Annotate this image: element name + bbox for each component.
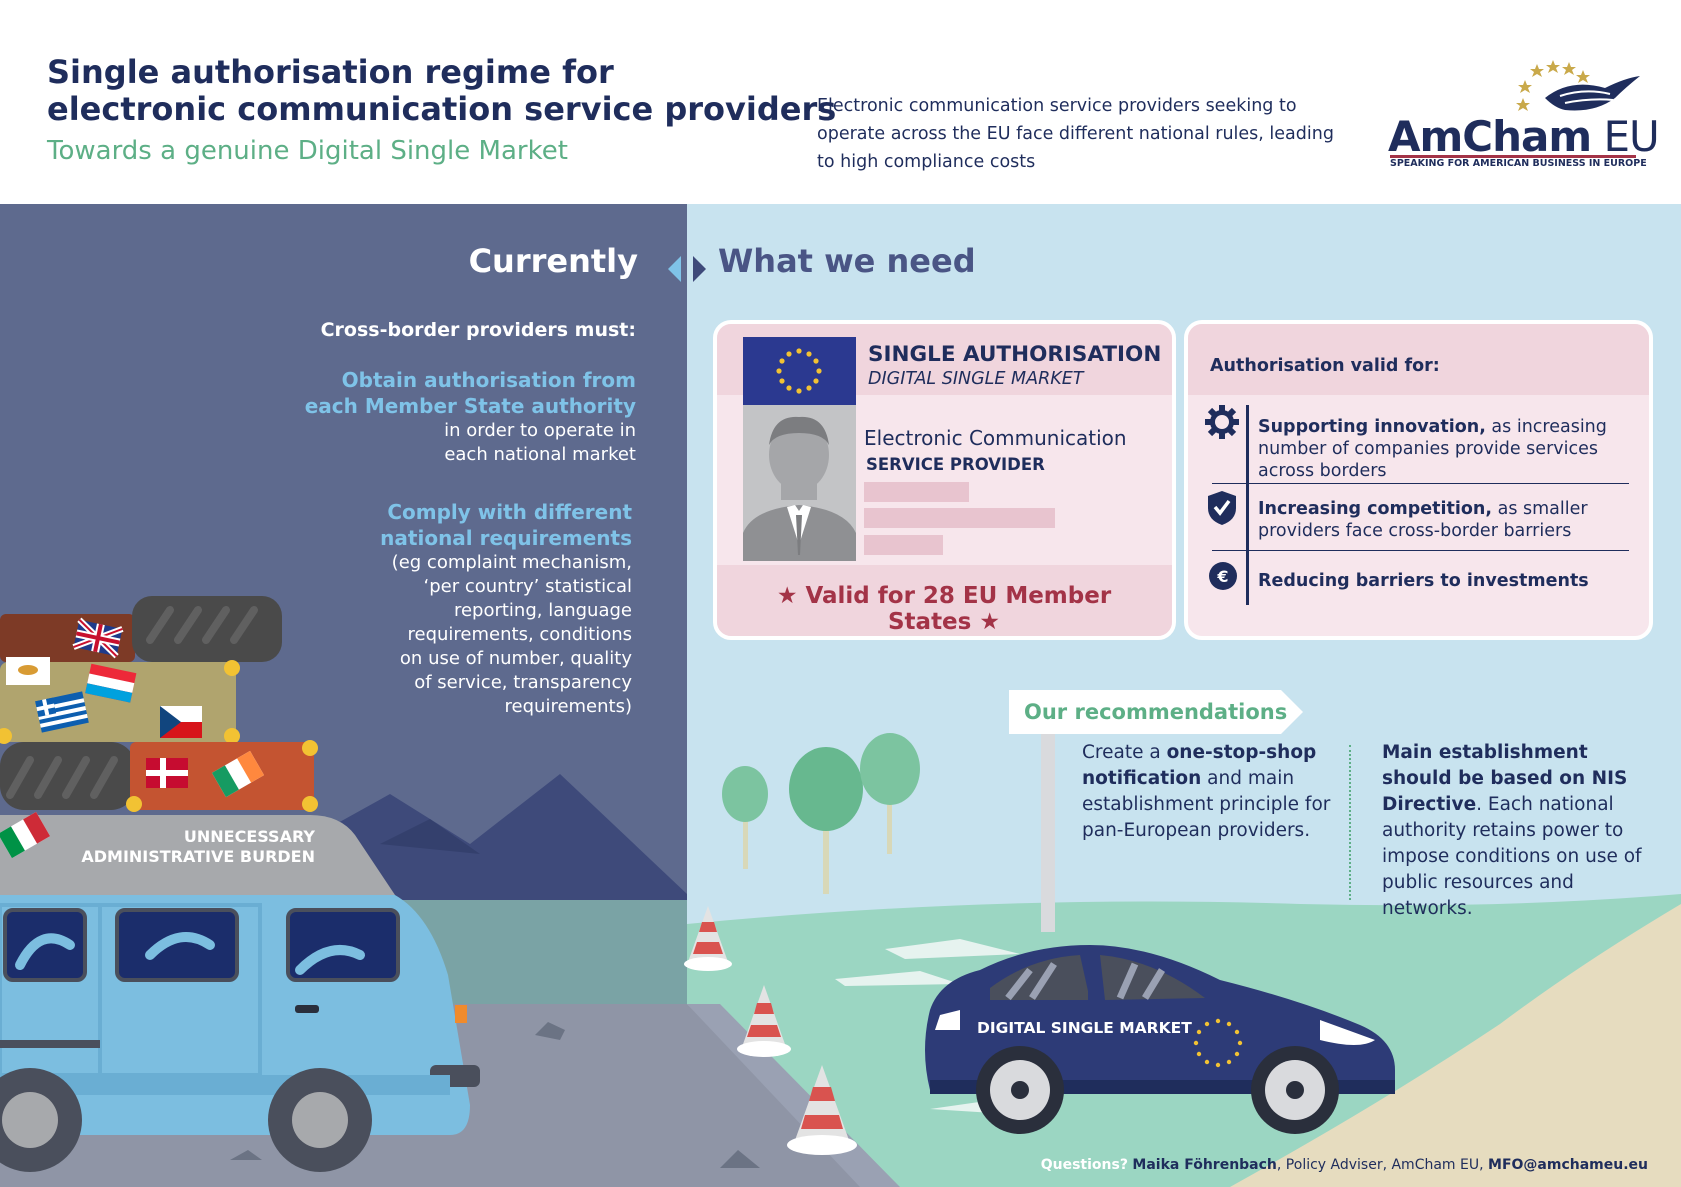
point-2: Comply with different national requireme…	[380, 499, 632, 719]
traffic-cone-icon	[684, 906, 732, 971]
card-label-2: SERVICE PROVIDER	[866, 455, 1045, 474]
benefit-item: Reducing barriers to investments	[1258, 570, 1628, 592]
footer-role: , Policy Adviser, AmCham EU,	[1276, 1157, 1489, 1173]
rec-divider	[1349, 745, 1351, 900]
benefit-item-text: as smaller providers face cross-border b…	[1258, 499, 1588, 541]
point-1-highlight-1: Obtain authorisation from	[341, 368, 636, 392]
benefits-heading: Authorisation valid for:	[1210, 356, 1440, 376]
portrait-placeholder	[743, 405, 856, 561]
rec-1-post: and main establishment principle for pan…	[1082, 768, 1331, 841]
card-title: SINGLE AUTHORISATION	[868, 342, 1162, 367]
footer-name: Maika Föhrenbach	[1132, 1157, 1277, 1173]
eagle-stars-icon	[1516, 60, 1640, 111]
traffic-cone-icon	[737, 985, 791, 1057]
recommendation-1: Create a one-stop-shop notification and …	[1082, 740, 1342, 844]
row-separator	[1212, 483, 1629, 484]
point-2-line: on use of number, quality	[399, 648, 632, 669]
point-2-line: requirements)	[504, 696, 632, 717]
currently-intro: Cross-border providers must:	[320, 319, 636, 341]
card-label-1: Electronic Communication	[864, 426, 1127, 450]
point-2-line: reporting, language	[453, 600, 632, 621]
benefits-card	[1184, 320, 1653, 640]
logo-wordmark-eu: EU	[1591, 112, 1659, 161]
recommendations-label: Our recommendations	[1024, 700, 1288, 724]
car-label: DIGITAL SINGLE MARKET	[977, 1019, 1192, 1037]
card-placeholder-bar	[864, 482, 969, 502]
point-1-text-2: each national market	[444, 444, 636, 465]
point-2-highlight-2: national requirements	[380, 526, 632, 550]
point-1: Obtain authorisation from each Member St…	[305, 367, 636, 467]
van-illustration	[0, 811, 480, 1172]
card-subtitle: DIGITAL SINGLE MARKET	[868, 369, 1084, 389]
benefit-item-bold: Increasing competition,	[1258, 499, 1493, 519]
point-1-highlight-2: each Member State authority	[304, 394, 636, 418]
point-2-line: (eg complaint mechanism,	[391, 552, 632, 573]
row-separator	[1212, 550, 1629, 551]
page-subtitle: Towards a genuine Digital Single Market	[47, 136, 568, 166]
logo-underline	[1390, 155, 1636, 158]
euro-icon: €	[1209, 562, 1237, 590]
arrows-icon	[668, 256, 706, 282]
gear-icon	[1205, 405, 1239, 439]
intro-text: Electronic communication service provide…	[817, 96, 1334, 172]
footer-question: Questions?	[1040, 1157, 1128, 1173]
benefit-item-bold: Supporting innovation,	[1258, 417, 1486, 437]
benefit-item-text: as increasing number of companies provid…	[1258, 417, 1607, 481]
benefit-item-bold: Reducing barriers to investments	[1258, 571, 1589, 591]
logo-tagline: SPEAKING FOR AMERICAN BUSINESS IN EUROPE	[1390, 158, 1647, 169]
card-placeholder-bar	[864, 508, 1055, 528]
title-line-1: Single authorisation regime for	[47, 53, 614, 91]
traffic-cone-icon	[787, 1065, 857, 1155]
card-validity: ★ Valid for 28 EU Member States ★	[734, 583, 1154, 635]
benefits-divider	[1246, 405, 1249, 605]
card-validity-text: Valid for 28 EU Member States	[805, 583, 1112, 635]
footer-email-link[interactable]: MFO@amchameu.eu	[1488, 1157, 1648, 1173]
page-title: Single authorisation regime for electron…	[47, 54, 836, 128]
van-label-line-2: ADMINISTRATIVE BURDEN	[81, 847, 315, 866]
car-illustration	[925, 945, 1395, 1134]
svg-text:€: €	[1216, 567, 1228, 586]
logo-wordmark: AmCham EU	[1388, 112, 1660, 161]
point-2-line: of service, transparency	[414, 672, 632, 693]
point-1-text-1: in order to operate in	[444, 420, 636, 441]
currently-heading: Currently	[468, 242, 638, 280]
recommendation-2: Main establishment should be based on NI…	[1382, 740, 1644, 922]
star-icon: ★	[971, 609, 1000, 635]
benefit-item: Increasing competition, as smaller provi…	[1258, 498, 1628, 542]
benefit-item: Supporting innovation, as increasing num…	[1258, 416, 1628, 482]
recommendations-sign	[1009, 690, 1303, 734]
point-2-line: ‘per country’ statistical	[423, 576, 632, 597]
rec-1-pre: Create a	[1082, 742, 1167, 763]
what-we-need-heading: What we need	[718, 242, 976, 280]
rec-1-bold: one-stop-shop notification	[1082, 742, 1317, 789]
van-label: UNNECESSARY ADMINISTRATIVE BURDEN	[60, 827, 315, 867]
logo-wordmark-bold: AmCham	[1388, 112, 1592, 161]
eu-flag-icon	[743, 337, 856, 405]
rec-2-bold: Main establishment should be based on NI…	[1382, 742, 1628, 815]
van-label-line-1: UNNECESSARY	[183, 827, 315, 846]
point-2-highlight-1: Comply with different	[387, 500, 632, 524]
star-icon: ★	[776, 583, 806, 609]
rec-2-post: . Each national authority retains power …	[1382, 794, 1642, 919]
shield-check-icon	[1208, 491, 1236, 525]
title-line-2: electronic communication service provide…	[47, 90, 837, 128]
card-placeholder-bar	[864, 535, 943, 555]
point-2-line: requirements, conditions	[407, 624, 633, 645]
footer-contact: Questions? Maika Föhrenbach, Policy Advi…	[1041, 1157, 1648, 1173]
luggage-stack	[0, 596, 318, 812]
